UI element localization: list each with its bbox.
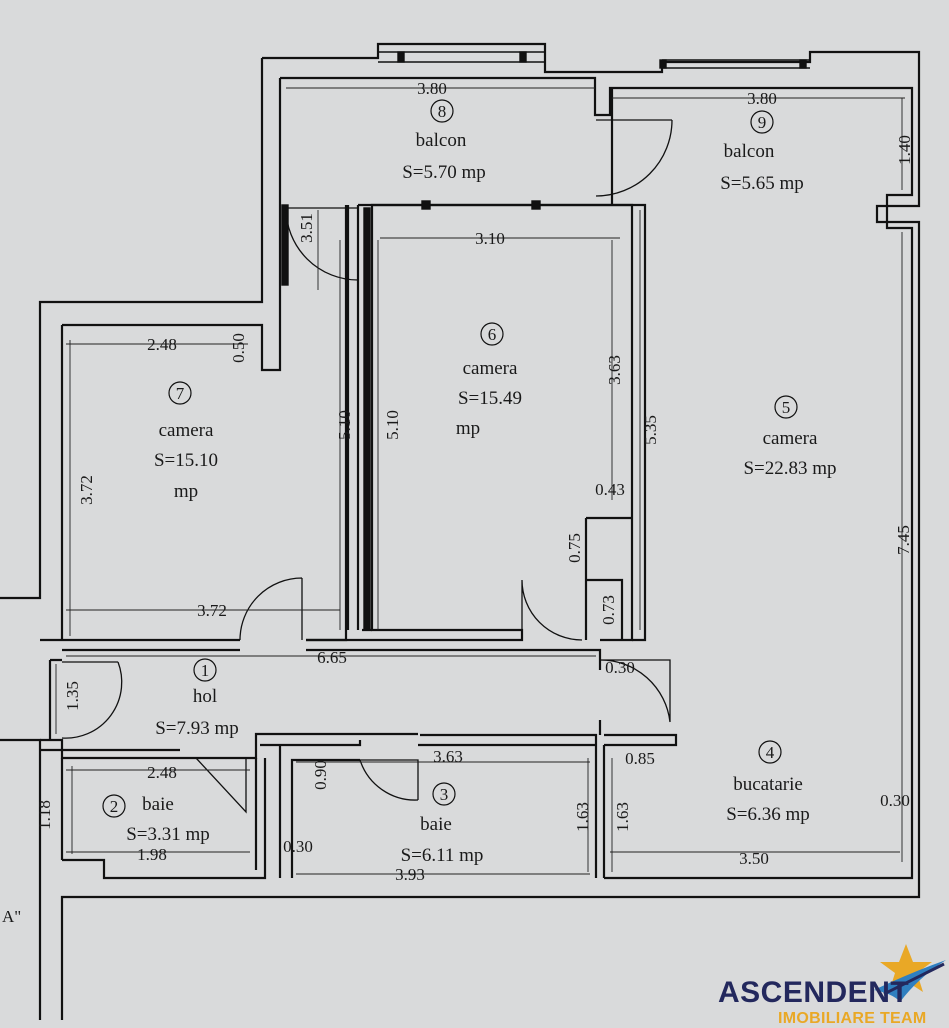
logo: ASCENDENT IMOBILIARE TEAM <box>716 942 948 1027</box>
door-balcon-9 <box>595 119 673 197</box>
room-3-area: S=6.11 mp <box>401 845 484 866</box>
door-hol <box>61 661 123 739</box>
room-4-number: 4 <box>766 743 775 762</box>
room-1-name: hol <box>193 686 217 707</box>
dim-hol-width: 6.65 <box>317 648 347 667</box>
dim-door-gap: 0.30 <box>605 658 635 677</box>
dim-baie3-wall: 0.30 <box>283 837 313 856</box>
dimension-labels-vertical: 1.40 7.45 5.35 3.63 5.10 5.10 3.51 0.50 … <box>35 135 914 832</box>
door-baie-3 <box>359 759 419 801</box>
room-6-area: S=15.49 <box>458 388 522 409</box>
door-camera-6 <box>521 579 583 641</box>
room-1-number: 1 <box>201 661 210 680</box>
room-8-area: S=5.70 mp <box>402 162 486 183</box>
room-4-name: bucatarie <box>733 774 803 795</box>
dim-buc-left: 1.63 <box>613 802 632 832</box>
dimension-lines <box>55 87 905 875</box>
dim-camera6-height: 3.63 <box>605 355 624 385</box>
room-9-name: balcon <box>724 141 775 162</box>
door-camera-5 <box>599 659 671 723</box>
room-5-area: S=22.83 mp <box>743 458 836 479</box>
windows <box>281 51 810 631</box>
room-1-area: S=7.93 mp <box>155 718 239 739</box>
door-baie-2 <box>195 757 247 814</box>
room-8-number: 8 <box>438 102 447 121</box>
dim-hol-height: 1.35 <box>63 681 82 711</box>
room-2-name: baie <box>142 794 174 815</box>
room-9-area: S=5.65 mp <box>720 173 804 194</box>
dimension-labels-horizontal: 3.80 3.80 3.10 2.48 3.72 6.65 0.43 0.30 … <box>137 79 910 884</box>
room-labels: hol S=7.93 mp baie S=3.31 mp baie S=6.11… <box>126 130 836 866</box>
margin-mark: A" <box>2 907 21 926</box>
room-7-number: 7 <box>176 384 185 403</box>
room-8-name: balcon <box>416 130 467 151</box>
door-swings <box>61 119 673 814</box>
room-9-number: 9 <box>758 113 767 132</box>
dim-closet-h1: 0.75 <box>565 533 584 563</box>
room-3-name: baie <box>420 814 452 835</box>
logo-wordmark: ASCENDENT <box>718 976 910 1009</box>
dim-baie3-bottom: 3.93 <box>395 865 425 884</box>
room-4-area: S=6.36 mp <box>726 804 810 825</box>
dim-baie2-top: 2.48 <box>147 763 177 782</box>
room-7-area: S=15.10 <box>154 450 218 471</box>
dim-balcon9-depth: 1.40 <box>895 135 914 165</box>
dim-baie3-top: 3.63 <box>433 747 463 766</box>
room-2-area: S=3.31 mp <box>126 824 210 845</box>
dim-camera6-left: 5.10 <box>383 410 402 440</box>
dim-baie2-bottom: 1.98 <box>137 845 167 864</box>
dim-camera7-notch: 0.50 <box>229 333 248 363</box>
room-3-number: 3 <box>440 785 449 804</box>
room-numbers: 1 2 3 4 5 6 7 8 9 <box>110 102 791 816</box>
dim-closet-width: 0.43 <box>595 480 625 499</box>
door-balcon-8 <box>285 207 359 281</box>
room-6-name: camera <box>463 358 518 379</box>
dim-camera6-width: 3.10 <box>475 229 505 248</box>
dim-baie3-notch: 0.90 <box>311 760 330 790</box>
dim-camera7-top: 2.48 <box>147 335 177 354</box>
dim-camera7-left: 3.72 <box>77 475 96 505</box>
logo-subtitle: IMOBILIARE TEAM <box>778 1010 927 1027</box>
dim-camera5-mid: 5.35 <box>641 415 660 445</box>
room-markers <box>102 99 798 818</box>
dim-buc-top: 0.85 <box>625 749 655 768</box>
dim-buc-right: 0.30 <box>880 791 910 810</box>
dim-closet-h2: 0.73 <box>599 595 618 625</box>
room-6-number: 6 <box>488 325 497 344</box>
room-2-number: 2 <box>110 797 119 816</box>
dim-balcon9-width: 3.80 <box>747 89 777 108</box>
room-5-name: camera <box>763 428 818 449</box>
dim-camera5-right: 7.45 <box>894 525 913 555</box>
dim-camera7-bottom: 3.72 <box>197 601 227 620</box>
door-camera-7 <box>239 577 303 641</box>
dim-balcon8-depth: 3.51 <box>297 213 316 243</box>
dim-balcon8-width: 3.80 <box>417 79 447 98</box>
room-7-area-unit: mp <box>174 481 198 502</box>
star-swoosh-icon <box>874 944 946 1002</box>
dim-baie3-right: 1.63 <box>573 802 592 832</box>
dim-buc-bottom: 3.50 <box>739 849 769 868</box>
room-6-area-unit: mp <box>456 418 480 439</box>
room-7-name: camera <box>159 420 214 441</box>
dim-camera7-right: 5.10 <box>335 410 354 440</box>
room-5-number: 5 <box>782 398 791 417</box>
dim-baie2-left: 1.18 <box>35 800 54 830</box>
